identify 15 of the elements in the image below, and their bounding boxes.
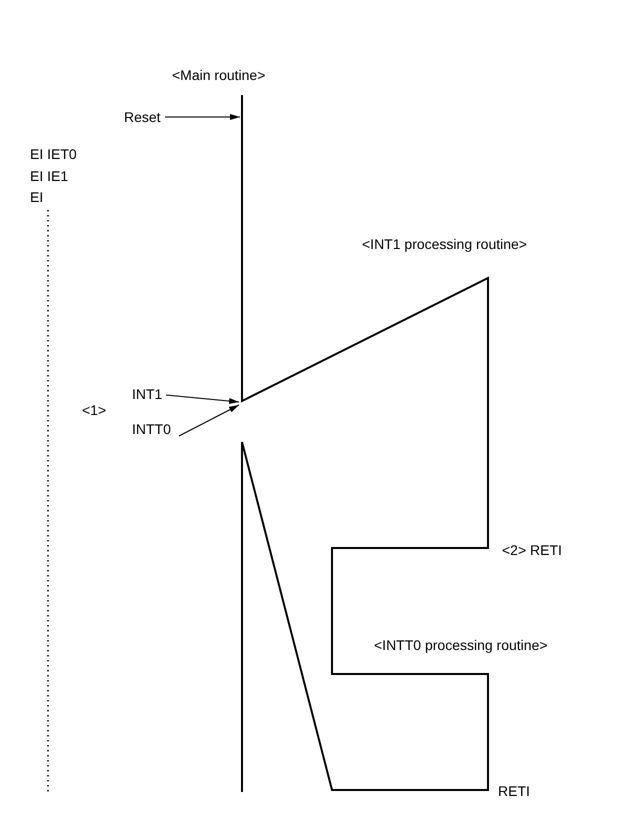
instruction-text: EI IET0: [30, 146, 77, 162]
callout-number: <1>: [82, 402, 106, 418]
signal-label: INT1: [132, 386, 162, 402]
arrow: [164, 114, 240, 120]
routine-label: <INT1 processing routine>: [362, 236, 527, 252]
routine-label: <Main routine>: [172, 67, 266, 83]
signal-label: INTT0: [132, 421, 171, 437]
arrow: [166, 394, 240, 404]
return-label: RETI: [498, 783, 530, 799]
return-label: <2> RETI: [502, 542, 562, 558]
arrow: [178, 404, 240, 436]
instruction-text: EI: [30, 189, 44, 205]
signal-label: Reset: [124, 109, 161, 125]
instruction-text: EI IE1: [30, 168, 68, 184]
routine-label: <INTT0 processing routine>: [374, 637, 548, 653]
